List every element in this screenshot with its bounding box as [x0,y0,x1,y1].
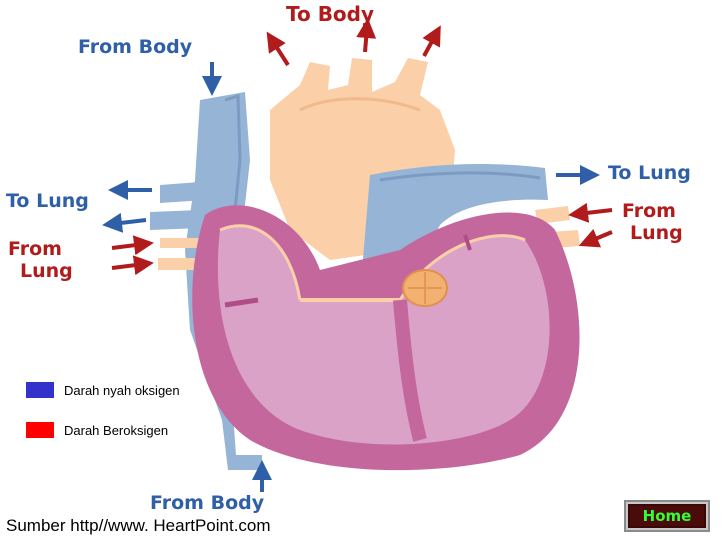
label-from-lung-left-line1: From [8,238,62,260]
legend-swatch-red [26,422,54,438]
label-to-lung-right: To Lung [608,162,691,184]
label-from-lung-right-line1: From [622,200,676,222]
label-from-lung-right-line2: Lung [630,222,683,244]
home-button[interactable]: Home [624,500,710,532]
legend-label: Darah Beroksigen [64,422,169,438]
legend-deoxygenated: Darah nyah oksigen [26,382,180,398]
arrow-from-lung-right-2 [578,228,613,248]
legend-swatch-blue [26,382,54,398]
legend-oxygenated: Darah Beroksigen [26,422,168,438]
pulmonary-vein-left [160,238,200,248]
heart-inner [217,225,550,445]
arrow-to-body-3 [422,25,441,57]
pulmonary-vein-right [535,206,570,224]
arrow-from-lung-left-2 [111,255,154,276]
label-from-body-top: From Body [78,36,193,58]
label-from-lung-left-line2: Lung [20,260,73,282]
arrow-to-body-1 [266,31,290,67]
arrow-from-lung-left-1 [111,235,154,256]
label-to-lung-left: To Lung [6,190,89,212]
arrow-from-lung-right-1 [568,202,613,223]
pulmonary-artery-left [160,182,205,203]
label-from-body-bottom: From Body [150,492,265,514]
source-credit: Sumber http//www. HeartPoint.com [6,516,271,535]
label-to-body: To Body [286,2,375,26]
arrow-to-body-2 [356,18,377,53]
legend-label: Darah nyah oksigen [64,382,180,398]
arrow-to-lung-left-2 [102,212,147,233]
home-button-label: Home [642,507,692,525]
